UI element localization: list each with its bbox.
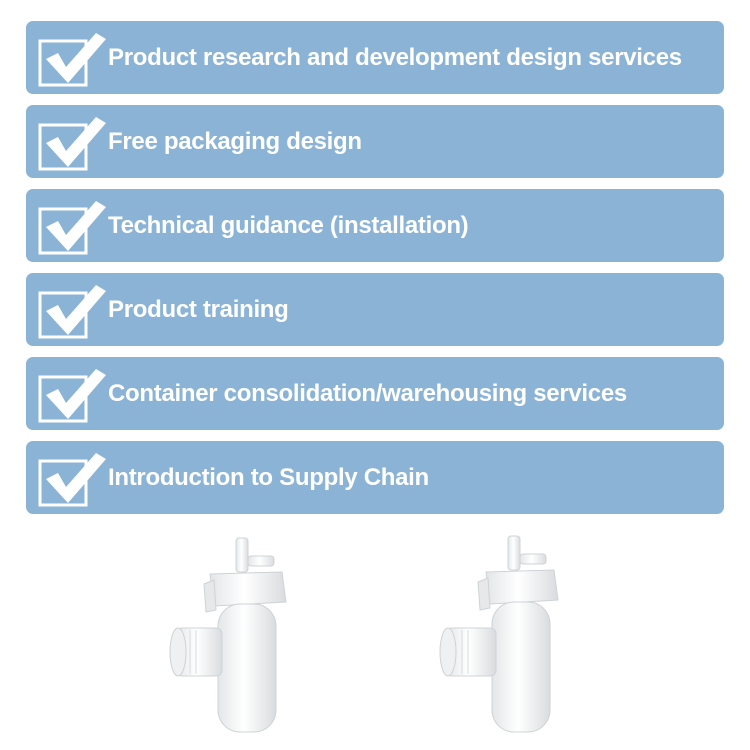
service-item-training: Product training	[26, 273, 724, 346]
service-label: Product research and development design …	[108, 44, 682, 71]
service-label: Technical guidance (installation)	[108, 212, 469, 239]
service-item-packaging: Free packaging design	[26, 105, 724, 178]
service-label: Free packaging design	[108, 128, 362, 155]
checkmark-icon	[38, 285, 106, 339]
product-images	[0, 530, 750, 750]
service-item-supply-chain: Introduction to Supply Chain	[26, 441, 724, 514]
checkmark-icon	[38, 33, 106, 87]
checkmark-icon	[38, 453, 106, 507]
drain-fitting-image-left	[169, 537, 287, 733]
service-item-warehousing: Container consolidation/warehousing serv…	[26, 357, 724, 430]
service-label: Introduction to Supply Chain	[108, 464, 429, 491]
checkmark-icon	[38, 117, 106, 171]
service-item-technical: Technical guidance (installation)	[26, 189, 724, 262]
checkmark-icon	[38, 201, 106, 255]
service-item-rnd: Product research and development design …	[26, 21, 724, 94]
service-label: Container consolidation/warehousing serv…	[108, 380, 627, 407]
drain-fitting-image-right	[439, 535, 559, 733]
service-label: Product training	[108, 296, 289, 323]
services-list: Product research and development design …	[26, 21, 724, 525]
checkmark-icon	[38, 369, 106, 423]
